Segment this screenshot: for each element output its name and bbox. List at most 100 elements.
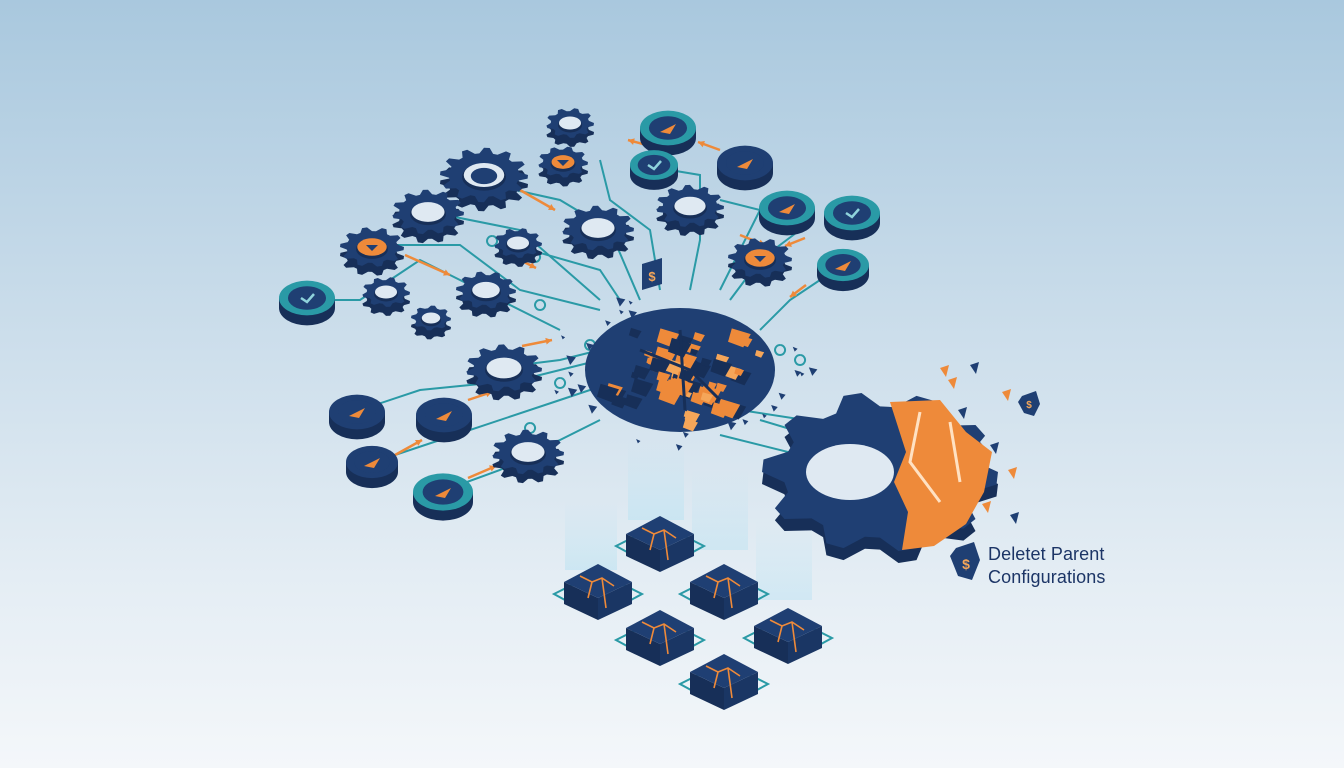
gear-shard bbox=[982, 501, 991, 513]
burst-shard bbox=[649, 357, 671, 375]
burst-shard bbox=[631, 378, 654, 397]
circuit-trace bbox=[380, 244, 601, 311]
debris-fragment bbox=[567, 387, 578, 398]
burst-shard bbox=[624, 394, 643, 410]
arrow-icon bbox=[519, 188, 556, 212]
debris-fragment bbox=[561, 335, 566, 340]
floating-badge-glyph: $ bbox=[1026, 400, 1032, 411]
debris-fragment bbox=[636, 438, 641, 444]
coin-icon bbox=[279, 280, 335, 326]
circuit-trace bbox=[599, 159, 661, 291]
coin-icon bbox=[416, 397, 472, 443]
cracked-blocks bbox=[551, 516, 835, 710]
caption-line-1: Deletet Parent bbox=[988, 544, 1105, 564]
gear-shard bbox=[940, 365, 949, 377]
caption: Deletet Parent Configurations bbox=[988, 543, 1105, 589]
debris-fragment bbox=[742, 419, 749, 426]
gear-icon bbox=[728, 238, 792, 287]
gear-shard bbox=[970, 362, 979, 374]
burst-crack bbox=[639, 329, 722, 411]
debris-fragment bbox=[588, 404, 598, 414]
debris-fragment bbox=[616, 297, 626, 307]
debris-fragment bbox=[568, 371, 574, 377]
arrow-icon bbox=[394, 438, 423, 457]
debris-fragment bbox=[799, 371, 805, 377]
gear-icon bbox=[656, 184, 724, 236]
arrow-icon bbox=[789, 284, 807, 298]
shield-badge-icon: $ bbox=[950, 542, 980, 580]
gear-icon bbox=[340, 227, 404, 276]
burst-shard bbox=[738, 335, 753, 348]
burst-shard bbox=[684, 410, 701, 424]
burst-shard bbox=[734, 367, 745, 376]
burst-shard bbox=[656, 371, 671, 383]
burst-shard bbox=[693, 332, 705, 343]
cracked-block-icon bbox=[613, 610, 707, 666]
gear-icon bbox=[492, 429, 564, 484]
coin-icon bbox=[346, 445, 398, 489]
cracked-block-icon bbox=[613, 516, 707, 572]
burst-shard bbox=[689, 348, 699, 356]
circuit-trace bbox=[584, 339, 597, 351]
gear-shard bbox=[1002, 389, 1011, 401]
debris-fragment bbox=[566, 355, 576, 366]
gear-shard bbox=[958, 407, 967, 419]
coin-icon bbox=[640, 110, 696, 156]
gear-shard bbox=[1008, 467, 1017, 479]
burst-shard bbox=[754, 349, 765, 358]
cracked-block-icon bbox=[677, 654, 771, 710]
debris-fragment bbox=[682, 431, 689, 438]
debris-fragment bbox=[792, 346, 798, 352]
coin-cluster bbox=[279, 110, 880, 521]
gear-icon bbox=[494, 228, 542, 267]
circuit-trace bbox=[534, 299, 547, 311]
dollar-tag-glyph: $ bbox=[648, 269, 656, 284]
gear-icon bbox=[546, 108, 594, 147]
gear-icon bbox=[392, 189, 464, 244]
coin-icon bbox=[817, 248, 869, 292]
cracked-block-icon bbox=[741, 608, 835, 664]
circuit-trace bbox=[486, 235, 499, 247]
burst-shard bbox=[658, 385, 683, 406]
debris-fragment bbox=[727, 421, 737, 431]
circuit-trace bbox=[379, 379, 621, 461]
debris-fragment bbox=[778, 392, 786, 400]
debris-fragment bbox=[577, 384, 587, 393]
arrow-icon bbox=[521, 337, 553, 348]
circuit-trace bbox=[529, 249, 621, 301]
burst-shard bbox=[611, 394, 629, 409]
badge-glyph: $ bbox=[962, 556, 970, 572]
burst-shard bbox=[628, 327, 642, 339]
circuit-trace bbox=[554, 377, 567, 389]
coin-icon bbox=[413, 473, 473, 521]
burst-shard bbox=[710, 358, 733, 377]
gear-shard bbox=[1010, 512, 1019, 524]
arrow-icon bbox=[404, 253, 451, 277]
debris-fragment bbox=[762, 413, 767, 419]
debris-fragment bbox=[586, 342, 594, 351]
debris-fragment bbox=[808, 367, 818, 376]
gear-icon bbox=[466, 344, 542, 401]
circuit-trace bbox=[774, 344, 787, 356]
gear-icon bbox=[411, 305, 451, 340]
explosion-burst bbox=[554, 297, 818, 451]
floating-badge-icon: $ bbox=[1018, 391, 1040, 416]
debris-fragment bbox=[619, 309, 624, 315]
coin-icon bbox=[717, 145, 773, 191]
coin-icon bbox=[630, 150, 678, 190]
caption-line-2: Configurations bbox=[988, 567, 1106, 587]
debris-fragment bbox=[772, 406, 777, 411]
debris-fragment bbox=[628, 300, 633, 305]
dollar-tag-icon: $ bbox=[642, 258, 662, 290]
gear-shard bbox=[990, 442, 999, 454]
gear-cluster bbox=[340, 108, 792, 484]
burst-shard bbox=[632, 365, 651, 380]
debris-fragment bbox=[628, 310, 637, 319]
light-beams bbox=[565, 440, 812, 600]
gear-icon bbox=[440, 147, 528, 212]
debris-fragment bbox=[605, 320, 611, 327]
coin-icon bbox=[824, 195, 880, 241]
gear-icon bbox=[562, 205, 634, 260]
cracked-block-icon bbox=[677, 564, 771, 620]
